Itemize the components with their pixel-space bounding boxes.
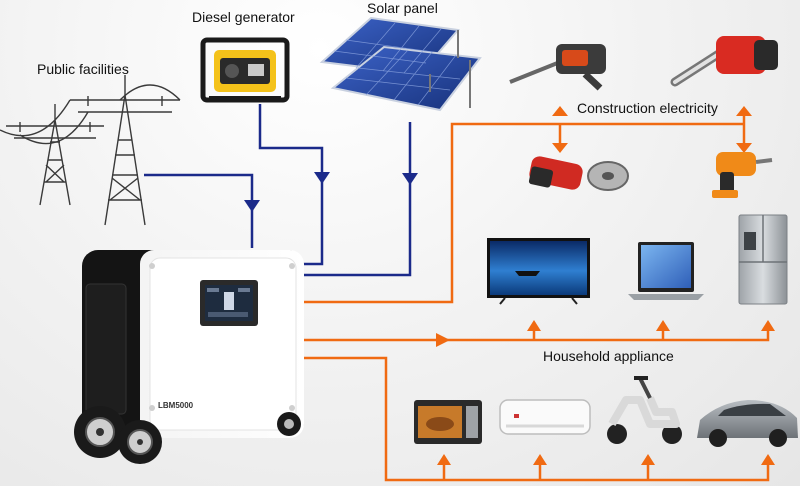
- laptop-icon: [628, 242, 704, 300]
- label-construction-electricity: Construction electricity: [577, 100, 718, 116]
- diesel-generator-icon: [200, 37, 290, 103]
- chainsaw-icon: [670, 36, 778, 87]
- refrigerator-icon: [738, 214, 788, 305]
- solar-panel-icon: [319, 16, 482, 112]
- label-diesel-generator: Diesel generator: [192, 9, 295, 25]
- power-station-icon: [74, 250, 304, 464]
- air-conditioner-icon: [499, 399, 591, 435]
- label-household-appliance: Household appliance: [543, 348, 674, 364]
- drill-icon: [712, 152, 773, 198]
- angle-grinder-icon: [528, 156, 629, 191]
- output-arrowheads: [436, 106, 775, 465]
- oven-icon: [414, 400, 482, 444]
- demolition-hammer-icon: [509, 44, 606, 91]
- tv-icon: [487, 238, 590, 305]
- label-solar-panel: Solar panel: [367, 0, 438, 16]
- scooter-icon: [607, 376, 682, 444]
- input-lines: [144, 104, 412, 277]
- label-public-facilities: Public facilities: [37, 61, 129, 77]
- electric-car-icon: [697, 400, 798, 447]
- input-arrowheads: [244, 172, 418, 212]
- transmission-towers-icon: [0, 75, 181, 226]
- device-model-label: LBM5000: [158, 401, 194, 410]
